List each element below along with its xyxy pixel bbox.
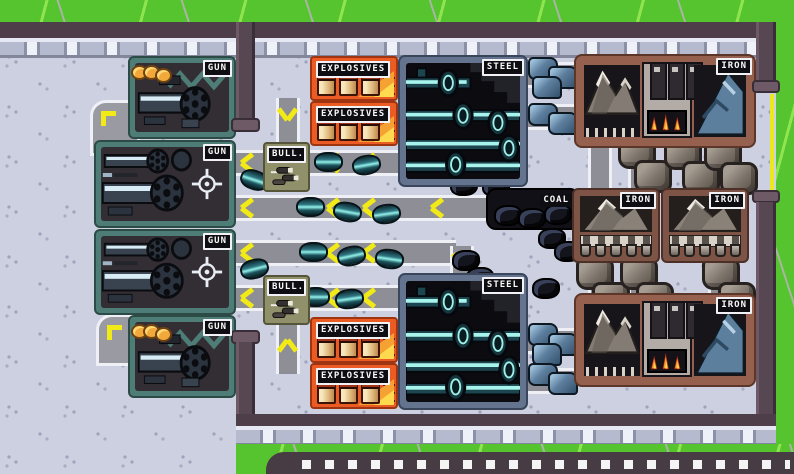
corner-arrow-icon — [101, 111, 117, 127]
building-label: IRON — [709, 192, 745, 209]
explosives-factory[interactable]: EXPLOSIVES — [310, 56, 398, 101]
coal-lump-icon — [518, 208, 546, 229]
gun-part-item — [314, 152, 343, 172]
building-label: BULL. — [267, 279, 306, 296]
boundary-line — [770, 94, 774, 192]
conveyor-lane[interactable] — [234, 195, 490, 221]
keg-icon — [317, 118, 380, 141]
corner-arrow-icon — [107, 325, 123, 341]
conveyor-lane-vertical[interactable] — [588, 144, 612, 192]
gun-factory[interactable]: GUN — [94, 229, 236, 315]
steel-factory[interactable]: STEEL — [398, 55, 528, 187]
ore-mountain-icon — [584, 304, 640, 376]
bullet-factory[interactable]: BULL. — [263, 142, 310, 192]
wall-pillar-cap — [231, 118, 260, 132]
wall-pillar — [756, 22, 776, 82]
explosives-factory[interactable]: EXPLOSIVES — [310, 101, 398, 146]
iron-smelter[interactable]: IRON — [574, 54, 756, 148]
wall-pillar — [236, 342, 255, 418]
crosshair-icon — [191, 168, 223, 200]
blue-ore-icon — [694, 65, 746, 137]
steel-pipes-icon — [406, 281, 520, 402]
wall-top-edge — [0, 22, 776, 38]
bullet-factory[interactable]: BULL. — [263, 275, 310, 325]
building-label: GUN — [202, 144, 232, 161]
building-label: IRON — [716, 58, 752, 75]
wall-bottom-edge — [236, 414, 776, 428]
conveyor-lane-vertical[interactable] — [276, 98, 300, 146]
drill-icons — [580, 244, 653, 257]
gun-factory[interactable]: GUN — [94, 140, 236, 228]
conveyor-chevron-icon — [279, 109, 297, 122]
road — [266, 452, 794, 474]
iron-smelter[interactable]: IRON — [574, 293, 756, 387]
building-label: STEEL — [481, 59, 524, 76]
explosives-factory[interactable]: EXPLOSIVES — [310, 363, 398, 409]
gun-factory[interactable]: GUN — [128, 315, 236, 398]
building-label: IRON — [716, 297, 752, 314]
building-label: GUN — [202, 319, 232, 336]
steel-pipes-icon — [406, 63, 520, 179]
coins-icon — [131, 321, 172, 342]
steel-factory[interactable]: STEEL — [398, 273, 528, 410]
building-label: STEEL — [481, 277, 524, 294]
furnace-icon — [642, 301, 703, 377]
building-label: EXPLOSIVES — [316, 61, 391, 78]
building-label: GUN — [202, 233, 232, 250]
building-label: GUN — [202, 60, 232, 77]
wall-pillar-cap — [752, 80, 780, 93]
building-label: EXPLOSIVES — [316, 368, 391, 385]
ore-mountain-icon — [584, 65, 640, 137]
road-dashes — [302, 460, 790, 469]
conveyor-chevron-icon — [279, 339, 297, 352]
gun-part-item — [296, 197, 325, 217]
crosshair-icon — [191, 256, 223, 288]
conveyor-chevron-icon — [240, 289, 253, 307]
building-label: IRON — [620, 192, 656, 209]
wall-pillar — [236, 22, 255, 120]
building-label: EXPLOSIVES — [316, 322, 391, 339]
conveyor-lane-vertical[interactable] — [276, 324, 300, 374]
coal-lump-icon — [544, 204, 572, 225]
coins-icon — [131, 62, 172, 83]
blue-ore-icon — [694, 304, 746, 376]
bullet-icon — [270, 299, 299, 319]
gun-factory[interactable]: GUN — [128, 56, 236, 139]
conveyor-chevron-icon — [430, 199, 443, 217]
building-label: COAL — [540, 194, 572, 207]
building-label: EXPLOSIVES — [316, 106, 391, 123]
wall-pillar — [756, 202, 776, 426]
coal-lump-icon — [532, 278, 560, 299]
furnace-icon — [642, 62, 703, 138]
explosives-factory[interactable]: EXPLOSIVES — [310, 317, 398, 363]
coal-lump-icon — [452, 250, 480, 271]
building-label: BULL. — [267, 146, 306, 163]
iron-mine[interactable]: IRON — [661, 188, 749, 263]
iron-mine[interactable]: IRON — [572, 188, 660, 263]
bullet-icon — [270, 166, 299, 186]
blue-ore-icon — [532, 76, 562, 99]
wall-bottom — [236, 426, 776, 446]
drill-icons — [669, 244, 742, 257]
keg-icon — [317, 381, 380, 404]
coal-deposit[interactable]: COAL — [486, 188, 580, 230]
gun-part-item — [299, 242, 328, 262]
keg-icon — [317, 335, 380, 358]
conveyor-chevron-icon — [240, 199, 253, 217]
grass-right — [776, 0, 794, 456]
